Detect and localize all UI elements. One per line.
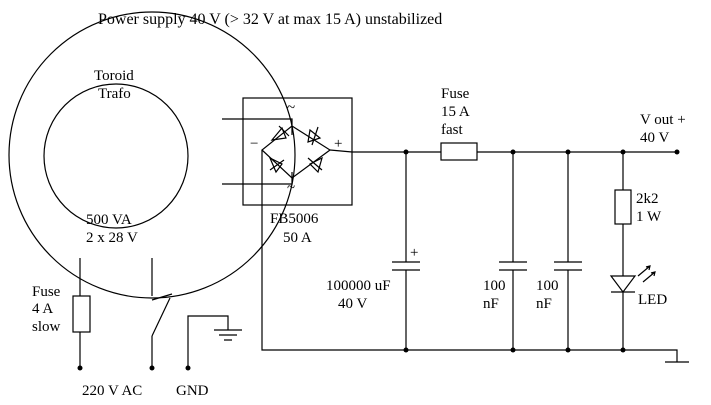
main-capacitor: + [392, 152, 420, 350]
output-label-line1: V out + [640, 112, 686, 128]
bridge-minus-mark: − [250, 136, 258, 152]
secondary-lead-bottom [222, 172, 293, 185]
resistor-label-line1: 2k2 [636, 191, 659, 207]
diode-icon [270, 126, 287, 141]
transformer-name-line2: Trafo [98, 86, 131, 102]
led-icon [609, 265, 656, 350]
output-fuse [440, 142, 478, 161]
output-fuse-label-line2: 15 A [441, 104, 470, 120]
film-capacitor-b [554, 152, 582, 350]
secondary-lead-top [222, 118, 293, 135]
main-capacitor-voltage: 40 V [338, 296, 367, 312]
film-capacitor-b-line1: 100 [536, 278, 559, 294]
primary-fuse-label-line1: Fuse [32, 284, 61, 300]
resistor-label-line2: 1 W [636, 209, 662, 225]
bridge-rating-label: 50 A [283, 230, 312, 246]
transformer-rating-line1: 500 VA [86, 212, 132, 228]
toroid-transformer: Toroid Trafo 500 VA 2 x 28 V [8, 11, 296, 299]
bridge-rectifier: ~ ~ + − [242, 97, 353, 206]
primary-fuse [72, 295, 91, 333]
diode-icon [268, 156, 283, 174]
led-label: LED [638, 292, 667, 308]
film-capacitor-b-line2: nF [536, 296, 552, 312]
ground-terminal [185, 365, 191, 371]
main-capacitor-value: 100000 uF [326, 278, 391, 294]
positive-rail-left [329, 149, 441, 153]
output-label-line2: 40 V [640, 130, 669, 146]
diode-icon [308, 156, 323, 174]
output-fuse-label-line1: Fuse [441, 86, 470, 102]
ground-label: GND [176, 383, 209, 399]
ac-terminal [77, 365, 83, 371]
ground-icon [187, 315, 242, 368]
film-capacitor-a-line2: nF [483, 296, 499, 312]
film-capacitor-a [499, 152, 527, 350]
film-capacitor-a-line1: 100 [483, 278, 506, 294]
bridge-ac-mark-top: ~ [287, 100, 295, 116]
power-switch [151, 258, 173, 368]
bridge-ac-mark-bottom: ~ [287, 180, 295, 196]
bridge-part-label: FB5006 [270, 211, 319, 227]
schematic-title: Power supply 40 V (> 32 V at max 15 A) u… [98, 11, 442, 28]
primary-fuse-label-line2: 4 A [32, 301, 53, 317]
main-capacitor-polarity: + [410, 245, 418, 261]
output-fuse-label-line3: fast [441, 122, 463, 138]
output-terminal [674, 149, 680, 155]
ac-terminal [149, 365, 155, 371]
transformer-rating-line2: 2 x 28 V [86, 230, 138, 246]
transformer-name-line1: Toroid [94, 68, 134, 84]
primary-fuse-label-line3: slow [32, 319, 61, 335]
ac-input-label: 220 V AC [82, 383, 142, 399]
led-resistor [614, 152, 632, 276]
negative-rail [261, 150, 678, 362]
bridge-plus-mark: + [334, 136, 342, 152]
